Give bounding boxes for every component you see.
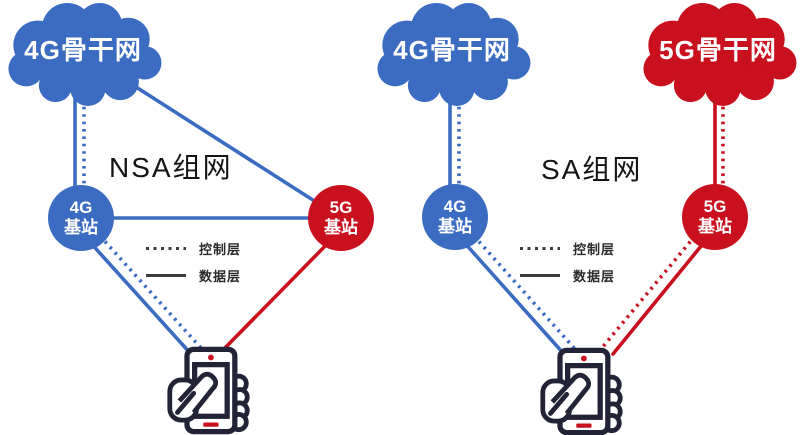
- nsa-4g-station: 4G 基站: [48, 185, 114, 251]
- phone-in-hand-icon: [538, 344, 626, 435]
- sa-legend-data-label: 数据层: [573, 269, 616, 284]
- sa-title: SA组网: [541, 154, 643, 185]
- sa-4g-station: 4G 基站: [422, 184, 488, 250]
- phone-in-hand-icon: [165, 343, 253, 435]
- nsa-title: NSA组网: [109, 152, 233, 183]
- nsa-5g-station: 5G 基站: [308, 185, 374, 251]
- solid-line-swatch: [520, 274, 560, 277]
- dotted-line-swatch: [146, 247, 186, 250]
- sa-legend: 控制层 数据层: [520, 239, 615, 285]
- sa-5g-station: 5G 基站: [682, 184, 748, 250]
- nsa-legend-control-label: 控制层: [199, 242, 242, 257]
- sa-station5g-phone-control-line: [599, 234, 697, 351]
- sa-legend-control-label: 控制层: [573, 242, 616, 257]
- nsa-legend-data-label: 数据层: [199, 269, 242, 284]
- nsa-legend-data-item: 数据层: [146, 266, 241, 285]
- sa-station4g-phone-control-line: [472, 234, 577, 351]
- sa-5g-core-cloud: 5G骨干网: [638, 2, 798, 106]
- sa-4g-core-cloud: 4G骨干网: [372, 2, 532, 106]
- nsa-station5g-phone-data-line: [218, 236, 335, 355]
- nsa-station4g-phone-data-line: [86, 238, 193, 356]
- nsa-legend: 控制层 数据层: [146, 239, 241, 285]
- dotted-line-swatch: [520, 247, 560, 250]
- nsa-4g-core-cloud: 4G骨干网: [4, 2, 162, 106]
- nsa-4g-core-label: 4G骨干网: [24, 34, 142, 65]
- sa-station4g-phone-data-line: [460, 238, 566, 356]
- sa-station5g-phone-data-line: [611, 238, 708, 356]
- nsa-legend-control-item: 控制层: [146, 239, 241, 258]
- solid-line-swatch: [146, 274, 186, 277]
- sa-5g-core-label: 5G骨干网: [659, 34, 777, 65]
- sa-4g-core-label: 4G骨干网: [393, 34, 511, 65]
- nsa-core4g-station5g-data-line: [123, 78, 343, 220]
- nsa-station4g-phone-control-line: [98, 234, 203, 350]
- sa-legend-data-item: 数据层: [520, 266, 615, 285]
- sa-legend-control-item: 控制层: [520, 239, 615, 258]
